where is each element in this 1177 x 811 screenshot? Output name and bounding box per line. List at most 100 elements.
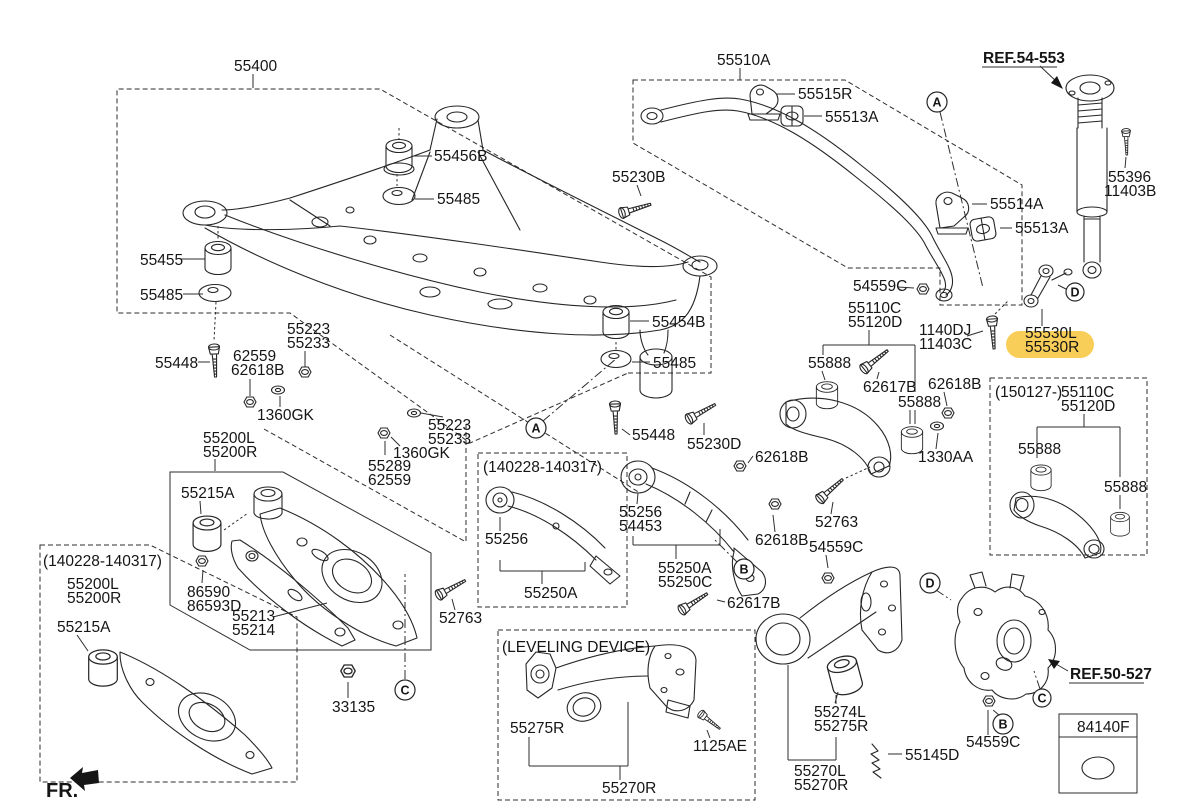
bushing-55456B xyxy=(383,138,415,176)
part-label-55256-2: 55256 xyxy=(619,504,662,521)
lower-arm-drawing xyxy=(253,486,418,647)
callout-A-top: A xyxy=(926,91,948,113)
part-label-55200L-2: 55200L xyxy=(67,576,119,593)
bushing-55215A xyxy=(192,515,222,552)
part-label-55223-2: 55223 xyxy=(428,417,471,434)
ref-50-527-arrowhead xyxy=(1048,659,1060,669)
bolt-52763-right xyxy=(813,474,847,506)
part-label-62617B-top: 62617B xyxy=(863,379,916,396)
callout-B-mid: B xyxy=(733,558,755,580)
part-label-55110C-2: 55110C xyxy=(1061,384,1114,401)
part-label-55120D-1: 55120D xyxy=(848,314,902,331)
bolt-62617B-bottom xyxy=(675,588,711,617)
part-label-55230B: 55230B xyxy=(612,169,665,186)
callout-C-bottom: C xyxy=(1032,688,1052,708)
part-label-55200R: 55200R xyxy=(203,444,257,461)
bolt-55230D xyxy=(683,399,719,426)
bushing-55513A-top xyxy=(780,105,804,127)
bolt-1125AE xyxy=(695,708,724,733)
part-label-55233-2: 55233 xyxy=(428,431,471,448)
part-labels: 55400 55456B 55485 55455 55485 55448 625… xyxy=(43,50,1156,802)
part-label-55510A: 55510A xyxy=(717,52,771,69)
range-label-140228-left: (140228-140317) xyxy=(43,553,162,570)
part-label-55485-left: 55485 xyxy=(140,287,183,304)
stabilizer-bar-drawing xyxy=(640,97,954,302)
part-label-55250A-2: 55250A xyxy=(658,560,712,577)
part-label-62559-2: 62559 xyxy=(368,472,411,489)
svg-text:B: B xyxy=(739,563,748,577)
screw-55145D xyxy=(870,743,882,779)
part-label-55513A-2: 55513A xyxy=(1015,220,1069,237)
leader-lines xyxy=(76,65,1144,780)
nut-55289 xyxy=(377,427,391,439)
callout-D-top: D xyxy=(1065,282,1085,302)
bushing-55274L xyxy=(824,652,865,699)
lower-arm-140228-drawing xyxy=(119,651,273,775)
svg-text:B: B xyxy=(998,718,1007,732)
svg-text:D: D xyxy=(1070,286,1079,300)
part-label-62618B-left: 62618B xyxy=(231,362,284,379)
box-leveling-device xyxy=(497,629,756,801)
part-label-11403B: 11403B xyxy=(1104,183,1156,200)
part-label-52763-left: 52763 xyxy=(439,610,482,627)
part-label-55214: 55214 xyxy=(232,622,275,639)
part-label-54453: 54453 xyxy=(619,518,662,535)
part-label-55455: 55455 xyxy=(140,252,183,269)
clamp-55514A xyxy=(935,191,970,235)
part-label-55514A: 55514A xyxy=(990,196,1044,213)
part-label-55233-1: 55233 xyxy=(287,335,330,352)
nut-62618B-left xyxy=(243,396,257,408)
part-label-55888-2: 55888 xyxy=(898,394,941,411)
highlight-55530[interactable] xyxy=(1006,331,1094,358)
part-label-55200L: 55200L xyxy=(203,430,255,447)
callout-leaders xyxy=(404,111,1067,717)
part-label-54559C-mid: 54559C xyxy=(809,539,863,556)
part-label-55145D: 55145D xyxy=(905,747,959,764)
part-label-33135: 33135 xyxy=(332,699,375,716)
part-label-55513A-1: 55513A xyxy=(825,109,879,126)
svg-text:A: A xyxy=(932,96,941,110)
part-label-54559C-bottom: 54559C xyxy=(966,734,1020,751)
part-label-62618B-right: 62618B xyxy=(928,376,981,393)
part-label-1330AA: 1330AA xyxy=(918,449,974,466)
svg-text:D: D xyxy=(925,577,934,591)
bushing-55888-4 xyxy=(1110,511,1130,537)
part-label-55888-3: 55888 xyxy=(1018,441,1061,458)
part-label-55275R-1: 55275R xyxy=(510,720,564,737)
part-label-55120D-2: 55120D xyxy=(1061,398,1115,415)
ref-underlines xyxy=(982,66,1144,684)
diagram-line-art xyxy=(88,74,1132,780)
ref-54-553-arrowhead xyxy=(1051,76,1063,89)
stabilizer-link-55530 xyxy=(1023,264,1073,308)
projection-lines xyxy=(263,334,641,543)
part-label-55270L: 55270L xyxy=(794,763,846,780)
part-label-1140DJ: 1140DJ xyxy=(919,322,971,339)
washer-1360GK-2 xyxy=(406,408,422,418)
part-label-55530R-highlighted[interactable]: 55530R xyxy=(1025,339,1079,356)
part-label-55448-center: 55448 xyxy=(632,427,675,444)
part-label-55485-center: 55485 xyxy=(653,355,696,372)
bushing-55513A-right xyxy=(969,216,997,242)
box-55200 xyxy=(169,471,432,651)
clamp-55515R xyxy=(747,84,781,121)
part-label-55530L-highlighted[interactable]: 55530L xyxy=(1025,325,1077,342)
leveling-device-label: (LEVELING DEVICE) xyxy=(502,639,650,656)
part-label-86590: 86590 xyxy=(187,584,230,601)
bushing-55888-1 xyxy=(815,381,839,410)
leveling-arm-drawing xyxy=(525,644,697,722)
part-label-52763-right: 52763 xyxy=(815,514,858,531)
part-label-62618B-mid2: 62618B xyxy=(755,532,808,549)
part-label-55289: 55289 xyxy=(368,458,411,475)
fr-direction-arrow xyxy=(70,767,99,791)
bushing-55888-3 xyxy=(1030,464,1052,492)
part-label-55485-top: 55485 xyxy=(437,191,480,208)
part-label-1360GK-2: 1360GK xyxy=(393,445,451,462)
part-label-55448-left: 55448 xyxy=(155,355,198,372)
box-140228-center xyxy=(477,452,628,608)
boundary-boxes xyxy=(39,79,1148,801)
small-dash-leaders xyxy=(213,128,1009,531)
bushing-55215A-2 xyxy=(88,649,118,687)
part-label-11403C: 11403C xyxy=(919,336,972,353)
